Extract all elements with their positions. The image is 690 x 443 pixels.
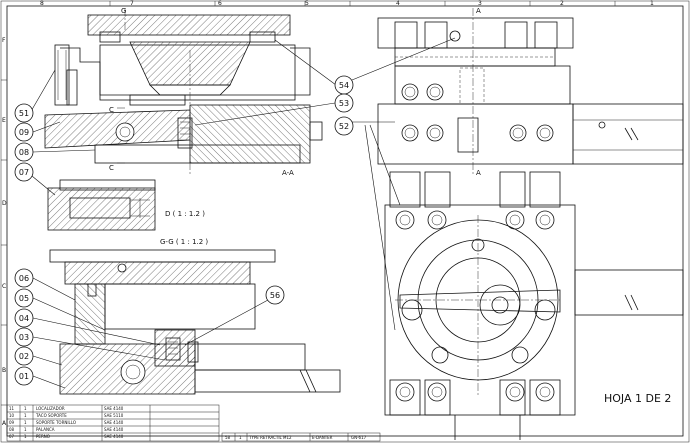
- balloon-53: 53: [194, 93, 354, 126]
- title-item: 58: [225, 435, 231, 440]
- part-material: SAE 5110: [104, 413, 124, 418]
- row-label: B: [2, 367, 6, 374]
- balloon-label: 53: [339, 99, 349, 108]
- part-material: SAE 4140: [104, 427, 124, 432]
- border-column-labels: 8 7 6 5 4 3 2 1: [40, 0, 654, 7]
- balloon-label: 06: [19, 274, 29, 283]
- part-description: TACO SOPORTE: [35, 413, 67, 418]
- part-item: 07: [9, 434, 15, 439]
- balloon-label: 02: [19, 352, 29, 361]
- cut-marker-g: G: [121, 7, 126, 15]
- row-label: D: [2, 200, 7, 207]
- column-label: 2: [560, 0, 564, 7]
- plan-view: [384, 171, 684, 440]
- part-qty: 1: [24, 434, 27, 439]
- balloon-label: 09: [19, 128, 29, 137]
- view-title-g-g: G-G ( 1 : 1.2 ): [160, 238, 208, 246]
- title-code: GN-617: [351, 435, 367, 440]
- title-row: 58 1 TYPE RETRACTIL M12 E-DANTER GN-617: [221, 432, 381, 442]
- part-description: PERNO: [36, 434, 50, 439]
- part-qty: 1: [24, 406, 27, 411]
- part-item: 09: [9, 420, 15, 425]
- part-qty: 1: [24, 413, 27, 418]
- parts-row: 09 1 SOPORTE TORNILLO SAE 4140: [9, 420, 124, 425]
- detail-d-view: D ( 1 : 1.2 ): [47, 179, 205, 231]
- balloon-04: 04: [14, 308, 161, 346]
- balloon-56: 56: [184, 285, 285, 346]
- title-supplier: E-DANTER: [312, 435, 333, 440]
- cut-marker-c: C: [109, 164, 114, 172]
- balloon-01: 01: [14, 366, 66, 389]
- part-item: 08: [9, 427, 15, 432]
- title-qty: 1: [239, 435, 242, 440]
- balloon-52: 52: [334, 116, 401, 331]
- balloon-51: 51: [14, 69, 56, 123]
- balloon-07: 07: [14, 162, 56, 196]
- part-material: SAE 4140: [104, 434, 124, 439]
- balloon-label: 52: [339, 122, 349, 131]
- balloon-label: 08: [19, 148, 29, 157]
- column-label: 5: [305, 0, 309, 7]
- part-material: SAE 4140: [104, 406, 124, 411]
- part-qty: 1: [24, 427, 27, 432]
- parts-row: 10 1 TACO SOPORTE SAE 5110: [9, 413, 124, 418]
- column-label: 6: [218, 0, 222, 7]
- part-description: SOPORTE TORNILLO: [36, 420, 76, 425]
- balloon-02: 02: [14, 346, 63, 366]
- part-item: 10: [9, 413, 15, 418]
- view-title-a-a: A-A: [282, 169, 294, 177]
- balloon-08: 08: [14, 142, 96, 162]
- column-label: 7: [130, 0, 134, 7]
- part-description: LOCALIZADOR: [36, 406, 65, 411]
- column-label: 4: [396, 0, 400, 7]
- balloon-05: 05: [14, 288, 106, 331]
- sheet-label: HOJA 1 DE 2: [604, 392, 671, 405]
- view-title-detail-d: D ( 1 : 1.2 ): [165, 210, 205, 218]
- elevation-view: A A: [377, 7, 684, 177]
- title-description: TYPE RETRACTIL M12: [248, 435, 292, 440]
- parts-row: 07 1 PERNO SAE 4140: [9, 434, 124, 439]
- cut-marker-a: A: [476, 7, 481, 15]
- balloon-label: 04: [19, 314, 29, 323]
- section-a-a-view: G C C A-A: [44, 7, 323, 177]
- balloon-label: 01: [19, 372, 29, 381]
- balloon-label: 51: [19, 109, 29, 118]
- column-label: 1: [650, 0, 654, 7]
- border-row-labels: F E D C B A: [2, 37, 7, 427]
- section-g-g-view: G-G ( 1 : 1.2 ): [49, 238, 341, 395]
- parts-list: 11 1 LOCALIZADOR SAE 4140 10 1 TACO SOPO…: [6, 404, 220, 442]
- column-label: 3: [478, 0, 482, 7]
- balloon-label: 54: [339, 81, 349, 90]
- part-item: 11: [9, 406, 15, 411]
- balloon-54: 54: [274, 37, 456, 95]
- balloon-03: 03: [14, 327, 166, 361]
- balloon-label: 05: [19, 294, 29, 303]
- cut-marker-a: A: [476, 169, 481, 177]
- row-label: C: [2, 283, 6, 290]
- parts-row: 08 1 PALANCA SAE 4140: [9, 427, 124, 432]
- parts-row: 11 1 LOCALIZADOR SAE 4140: [9, 406, 124, 411]
- balloon-label: 56: [270, 291, 280, 300]
- balloon-09: 09: [14, 121, 61, 142]
- row-label: A: [2, 420, 7, 427]
- row-label: F: [2, 37, 6, 44]
- balloon-label: 03: [19, 333, 29, 342]
- cut-marker-c: C: [109, 106, 114, 114]
- part-description: PALANCA: [36, 427, 55, 432]
- column-label: 8: [40, 0, 44, 7]
- part-material: SAE 4140: [104, 420, 124, 425]
- balloon-label: 07: [19, 168, 29, 177]
- part-qty: 1: [24, 420, 27, 425]
- balloon-06: 06: [14, 268, 76, 301]
- row-label: E: [2, 117, 6, 124]
